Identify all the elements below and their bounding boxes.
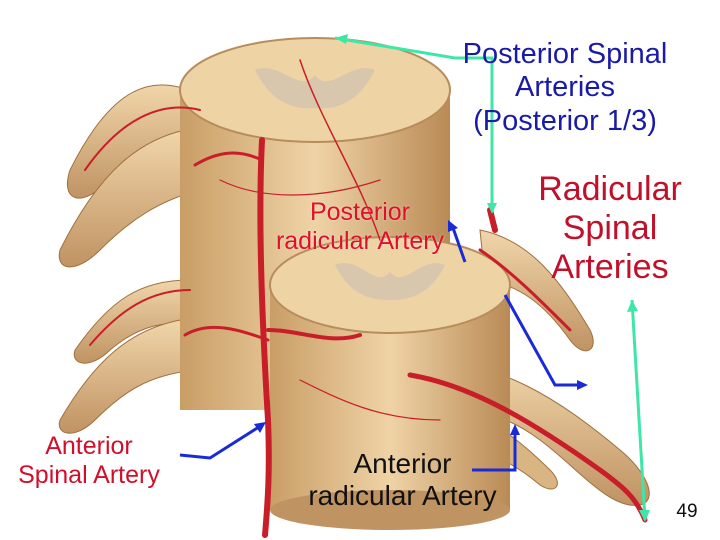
pointer-radicular-spinal bbox=[630, 299, 647, 521]
arteries bbox=[84, 59, 648, 538]
label-text: Anterior radicular Artery bbox=[308, 448, 497, 512]
label-text: Posterior radicular Artery bbox=[275, 198, 445, 255]
label-anterior-spinal-artery: Anterior Spinal Artery bbox=[0, 432, 178, 490]
pointer-posterior-radicular bbox=[450, 224, 467, 263]
pointer-posterior-spinal bbox=[334, 36, 494, 210]
left-nerve-roots bbox=[58, 84, 206, 434]
label-posterior-spinal-arteries: Posterior Spinal Arteries (Posterior 1/3… bbox=[455, 38, 675, 138]
pointer-lines bbox=[179, 34, 650, 522]
slide-number: 49 bbox=[676, 501, 698, 522]
label-text: Anterior Spinal Artery bbox=[18, 432, 160, 489]
pointer-anterior-spinal bbox=[179, 423, 263, 460]
lower-cord-segment bbox=[269, 236, 511, 530]
label-posterior-radicular-artery: Posterior radicular Artery bbox=[240, 198, 480, 256]
label-anterior-radicular-artery: Anterior radicular Artery bbox=[290, 448, 515, 512]
label-text: Radicular Spinal Arteries bbox=[538, 170, 682, 287]
label-radicular-spinal-arteries: Radicular Spinal Arteries bbox=[520, 170, 700, 287]
label-text: Posterior Spinal Arteries (Posterior 1/3… bbox=[462, 38, 668, 137]
pointer-anterior-radicular bbox=[472, 430, 517, 472]
